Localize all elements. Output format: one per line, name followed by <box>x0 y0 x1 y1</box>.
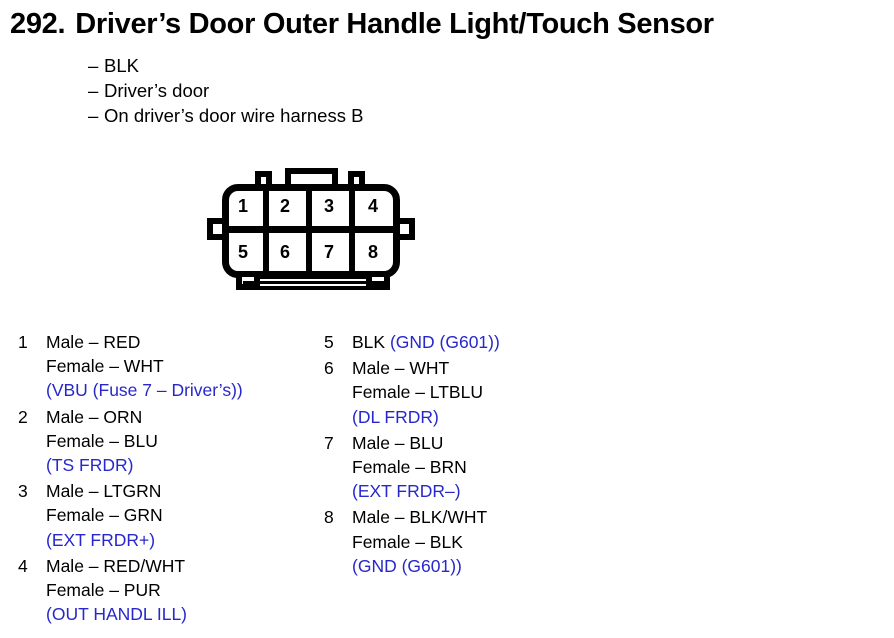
pin-entry-signal: (EXT FRDR–) <box>352 481 461 502</box>
pin-entry-female: Female – BRN <box>352 457 467 478</box>
connector-pin-1: 1 <box>237 196 248 216</box>
subtitle-item-label: BLK <box>104 55 139 76</box>
pin-entry-number: 8 <box>324 507 334 528</box>
subtitle-item-label: Driver’s door <box>104 80 210 101</box>
pin-entry-male: BLK <box>352 332 386 352</box>
pin-entry-number: 5 <box>324 332 334 352</box>
pin-entry-number: 1 <box>18 332 28 352</box>
pin-entry-male: Male – ORN <box>46 406 143 427</box>
connector-diagram: 1 2 3 4 5 6 7 8 <box>203 168 443 300</box>
connector-bottom-foot-left <box>236 271 260 290</box>
pin-list-right-column: 5 BLK (GND (G601)) 6 Male – WHT Female –… <box>324 330 644 580</box>
pin-entry-signal: (DL FRDR) <box>352 406 439 427</box>
pin-entry-7: 7 Male – BLU Female – BRN (EXT FRDR–) <box>324 431 644 504</box>
pin-entry-female: Female – BLU <box>46 430 158 451</box>
subtitle-list: –BLK –Driver’s door –On driver’s door wi… <box>88 53 363 128</box>
pin-entry-signal: (GND (G601)) <box>389 332 500 352</box>
pin-entry-female: Female – WHT <box>46 356 164 377</box>
connector-pin-3: 3 <box>323 196 334 216</box>
pin-entry-number: 7 <box>324 432 334 453</box>
pin-entry-number: 4 <box>18 555 28 576</box>
connector-pin-8: 8 <box>367 242 378 262</box>
pin-entry-signal: (EXT FRDR+) <box>46 529 156 550</box>
pin-entry-signal: (OUT HANDL ILL) <box>46 604 187 625</box>
pin-entry-number: 3 <box>18 481 28 502</box>
pin-entry-number: 2 <box>18 406 28 427</box>
page-title: 292. Driver’s Door Outer Handle Light/Tou… <box>10 6 890 42</box>
subtitle-item-2: –On driver’s door wire harness B <box>88 103 363 128</box>
connector-pin-6: 6 <box>279 242 290 262</box>
pin-entry-male: Male – RED <box>46 332 141 352</box>
connector-pin-2: 2 <box>279 196 290 216</box>
pin-entry-male: Male – WHT <box>352 358 450 379</box>
subtitle-item-0: –BLK <box>88 53 363 78</box>
pin-entry-4: 4 Male – RED/WHT Female – PUR (OUT HANDL… <box>18 554 318 627</box>
connector-column-divider-3 <box>349 184 355 278</box>
pin-entry-signal: (TS FRDR) <box>46 455 134 476</box>
subtitle-item-1: –Driver’s door <box>88 78 363 103</box>
pin-entry-3: 3 Male – LTGRN Female – GRN (EXT FRDR+) <box>18 479 318 552</box>
pin-list-left-column: 1 Male – RED Female – WHT (VBU (Fuse 7 –… <box>18 330 318 628</box>
connector-bottom-foot-right <box>366 271 390 290</box>
pin-entry-female: Female – PUR <box>46 580 161 601</box>
pin-entry-signal: (GND (G601)) <box>352 555 462 576</box>
dash-icon: – <box>88 105 99 126</box>
pin-entry-male: Male – RED/WHT <box>46 555 186 576</box>
pin-entry-1: 1 Male – RED Female – WHT (VBU (Fuse 7 –… <box>18 330 318 403</box>
pin-entry-2: 2 Male – ORN Female – BLU (TS FRDR) <box>18 405 318 478</box>
pin-entry-male: Male – LTGRN <box>46 481 162 502</box>
connector-bottom-rail-line <box>243 281 384 284</box>
pin-entry-female: Female – GRN <box>46 505 163 526</box>
pin-entry-female: Female – BLK <box>352 531 463 552</box>
pin-entry-male-and-signal: BLK (GND (G601)) <box>352 330 644 354</box>
connector-pin-4: 4 <box>367 196 378 216</box>
dash-icon: – <box>88 80 99 101</box>
pin-entry-5: 5 BLK (GND (G601)) <box>324 330 644 354</box>
connector-pin-7: 7 <box>323 242 334 262</box>
pin-entry-male: Male – BLU <box>352 432 444 453</box>
connector-column-divider-1 <box>263 184 269 278</box>
pin-entry-6: 6 Male – WHT Female – LTBLU (DL FRDR) <box>324 356 644 429</box>
dash-icon: – <box>88 55 99 76</box>
connector-column-divider-2 <box>306 184 312 278</box>
pin-entry-signal: (VBU (Fuse 7 – Driver’s)) <box>46 380 243 401</box>
pin-entry-8: 8 Male – BLK/WHT Female – BLK (GND (G601… <box>324 505 644 578</box>
page-title-text: Driver’s Door Outer Handle Light/Touch S… <box>75 8 714 40</box>
connector-pin-5: 5 <box>237 242 248 262</box>
pin-entry-number: 6 <box>324 358 334 379</box>
pin-entry-male: Male – BLK/WHT <box>352 507 488 528</box>
pin-entry-female: Female – LTBLU <box>352 382 483 403</box>
subtitle-item-label: On driver’s door wire harness B <box>104 105 364 126</box>
page-title-number: 292. <box>10 8 66 40</box>
